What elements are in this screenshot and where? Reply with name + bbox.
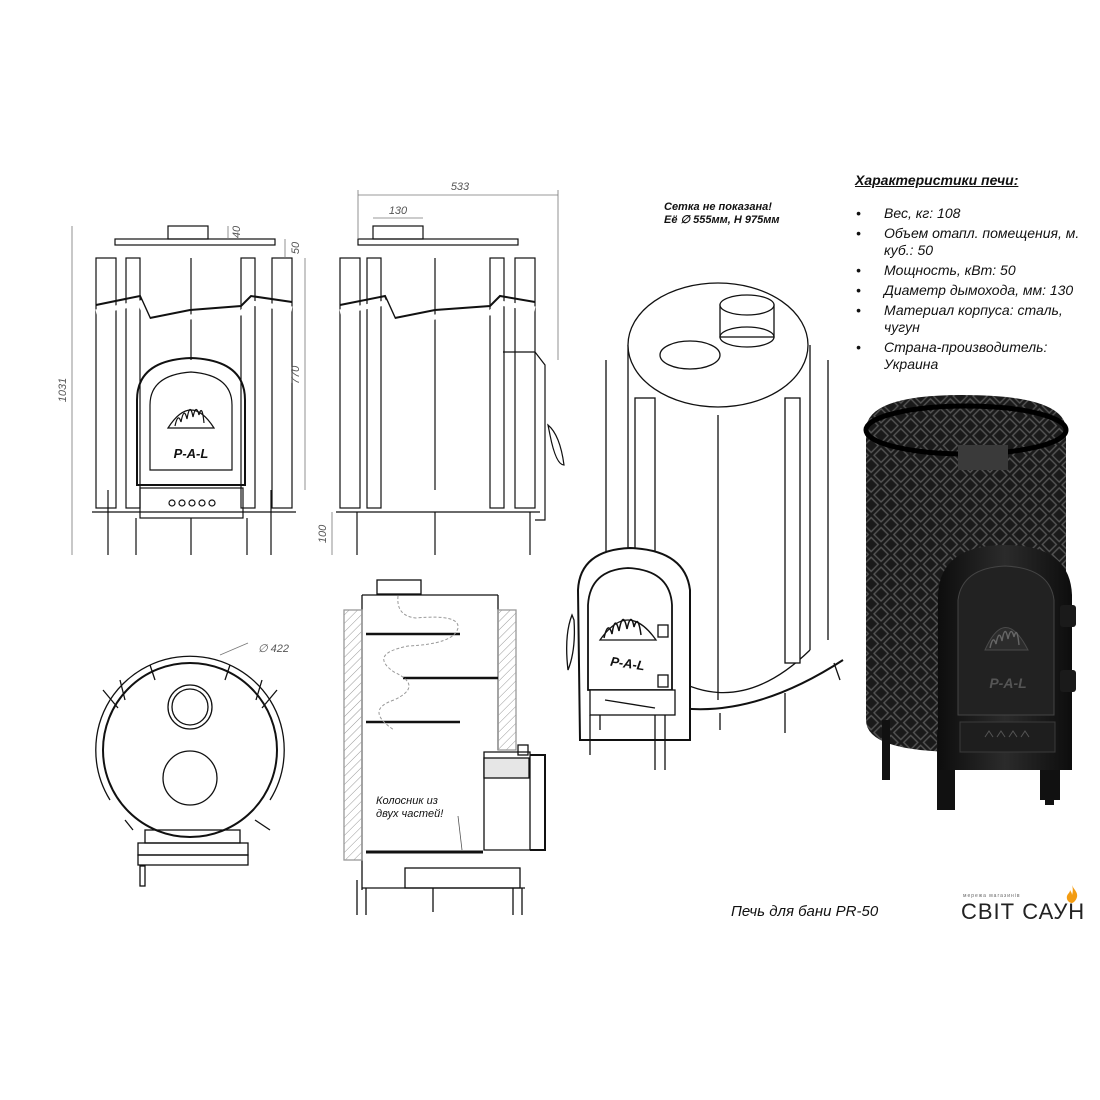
dim-body-height: 770 (290, 365, 302, 384)
dim-width: 533 (451, 181, 470, 193)
side-chimney-pipe (372, 225, 424, 240)
front-left-rib (95, 257, 117, 509)
photo-door-logo: P-A-L (989, 675, 1026, 691)
section-right-insulation (497, 609, 517, 751)
dim-top-offset: 50 (290, 241, 302, 254)
front-dimensions (71, 226, 306, 555)
dim-leg-height: 100 (317, 524, 329, 543)
front-top-plate (114, 238, 276, 246)
specifications-heading: Характеристики печи: (855, 172, 1019, 188)
front-view: P-A-L (92, 225, 296, 555)
specifications-list: Вес, кг: 108 Объем отапл. помещения, м. … (855, 205, 1095, 373)
front-door-frame (136, 356, 246, 486)
front-chimney-pipe (167, 225, 209, 240)
flame-icon (1066, 885, 1078, 903)
spec-body-material: Материал корпуса: сталь, чугун (855, 302, 1095, 336)
spec-weight: Вес, кг: 108 (855, 205, 1095, 222)
isometric-render: P-A-L (566, 282, 844, 770)
mesh-note-line1: Сетка не показана! (664, 201, 772, 213)
spec-power: Мощность, кВт: 50 (855, 262, 1095, 279)
iso-top-cover (627, 282, 809, 408)
top-view (95, 642, 285, 887)
grate-note-line2: двух частей! (376, 808, 443, 820)
spec-chimney-diameter: Диаметр дымохода, мм: 130 (855, 282, 1095, 299)
section-left-insulation (343, 609, 363, 861)
mesh-note-line2: Её ∅ 555мм, Н 975мм (664, 214, 780, 226)
section-view (343, 579, 546, 915)
brand-name: СВІТ САУН (961, 899, 1086, 924)
dim-pipe-height: 40 (231, 225, 243, 238)
stove-photo: P-A-L (863, 395, 1076, 810)
side-dimensions (331, 190, 559, 555)
front-ash-box (139, 487, 244, 519)
dim-pipe-width: 130 (389, 205, 408, 217)
brand-tagline: мережа магазинів (963, 893, 1021, 899)
side-door-handle (547, 423, 565, 466)
product-caption: Печь для бани PR-50 (731, 903, 879, 920)
dim-diameter: ∅ 422 (258, 643, 289, 655)
dim-total-height: 1031 (57, 378, 69, 402)
iso-door-logo: P-A-L (609, 654, 645, 674)
spec-country: Страна-производитель: Украина (855, 339, 1095, 373)
front-door-logo: P-A-L (174, 446, 209, 461)
grate-note-line1: Колосник из (376, 795, 438, 807)
specifications-panel: Характеристики печи: Вес, кг: 108 Объем … (855, 172, 1095, 376)
section-chimney-pipe (376, 579, 422, 595)
brand-logo: мережа магазинів СВІТ САУН (961, 885, 1086, 929)
iso-stone-opening (659, 340, 721, 370)
side-view (336, 225, 565, 555)
spec-heated-volume: Объем отапл. помещения, м. куб.: 50 (855, 225, 1095, 259)
side-door-profile (503, 351, 546, 521)
iso-chimney-pipe (719, 294, 775, 316)
